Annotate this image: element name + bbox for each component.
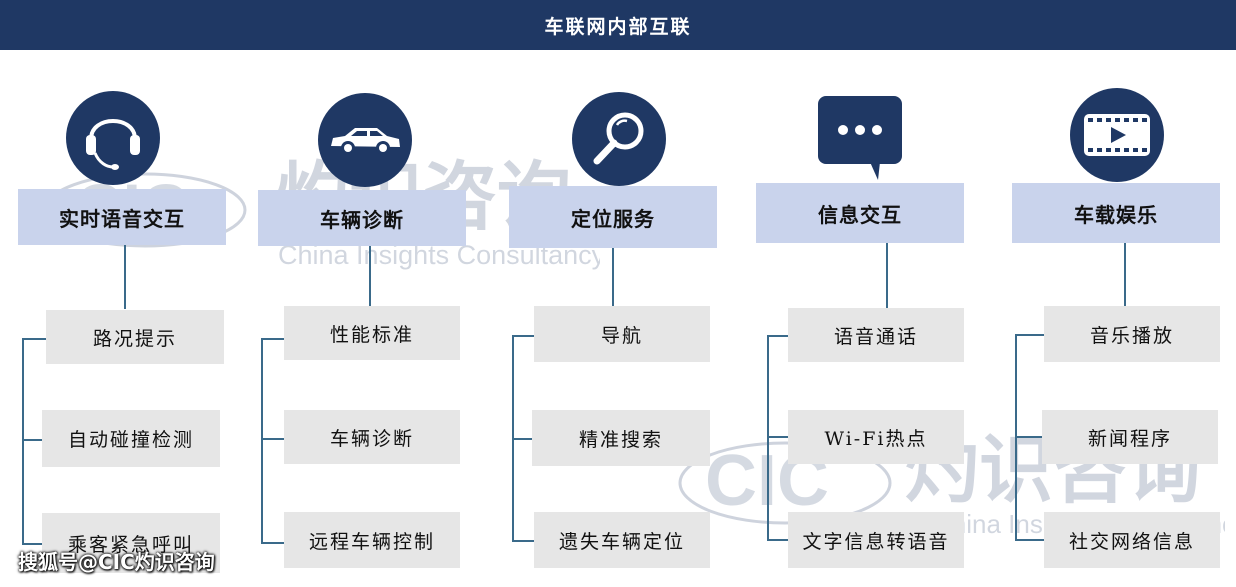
item-performance-standard: 性能标准	[284, 306, 460, 360]
connector	[886, 243, 888, 308]
bracket-tick	[767, 335, 788, 337]
category-vehicle-diagnosis: 车辆诊断	[258, 190, 466, 246]
chat-bubble-icon	[818, 96, 902, 180]
connector	[124, 245, 126, 309]
item-precise-search: 精准搜索	[532, 410, 710, 466]
bracket-tick	[512, 540, 534, 542]
bracket-tick	[1015, 539, 1044, 541]
bracket-tick	[767, 539, 788, 541]
item-voice-call: 语音通话	[788, 308, 964, 362]
item-vehicle-diagnosis: 车辆诊断	[284, 410, 460, 464]
item-navigation: 导航	[534, 306, 710, 362]
item-lost-vehicle-location: 遗失车辆定位	[534, 512, 710, 568]
bracket-tick	[261, 542, 284, 544]
headset-icon	[66, 91, 160, 185]
bracket-tick	[22, 439, 42, 441]
bracket-tick	[261, 438, 284, 440]
item-text-to-speech: 文字信息转语音	[788, 512, 964, 568]
bracket-tick	[1015, 436, 1042, 438]
diagram-title: 车联网内部互联	[0, 0, 1236, 50]
connector	[369, 246, 371, 306]
magnifier-icon	[572, 92, 666, 186]
bracket-tick	[512, 335, 534, 337]
bracket-tick	[22, 338, 46, 340]
category-realtime-voice: 实时语音交互	[18, 189, 226, 245]
bracket-tick	[767, 436, 788, 438]
item-passenger-emergency-call: 乘客紧急呼叫	[42, 513, 220, 573]
item-news-program: 新闻程序	[1042, 410, 1218, 464]
bracket-tick	[261, 338, 284, 340]
item-remote-vehicle-control: 远程车辆控制	[284, 512, 460, 568]
bracket-tick	[22, 543, 42, 545]
item-auto-collision-detection: 自动碰撞检测	[42, 410, 220, 467]
bracket-tick	[512, 438, 532, 440]
item-social-network-info: 社交网络信息	[1044, 512, 1220, 568]
connector	[612, 248, 614, 306]
bracket-line	[22, 338, 24, 544]
category-location-service: 定位服务	[509, 186, 717, 248]
item-traffic-alert: 路况提示	[46, 310, 224, 364]
connector	[1124, 243, 1126, 306]
category-info-interaction: 信息交互	[756, 183, 964, 243]
item-music-playback: 音乐播放	[1044, 306, 1220, 362]
video-film-icon	[1070, 88, 1164, 182]
source-credit: 搜狐号@CIC灼识咨询	[18, 550, 215, 574]
category-in-car-entertainment: 车载娱乐	[1012, 183, 1220, 243]
item-wifi-hotspot: Wi-Fi热点	[788, 410, 964, 464]
bracket-line	[261, 338, 263, 543]
car-icon	[318, 93, 412, 187]
bracket-tick	[1015, 334, 1044, 336]
